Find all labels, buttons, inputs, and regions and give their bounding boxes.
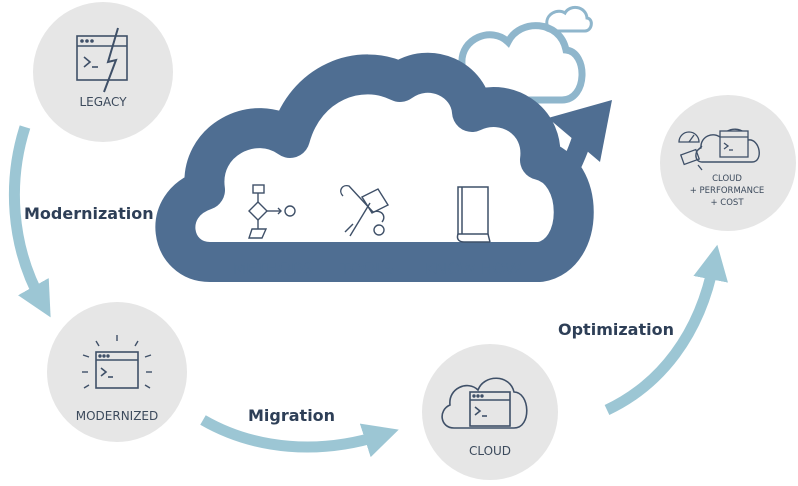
growth-arrow-head <box>548 100 612 162</box>
terminal-window-icon <box>95 351 139 389</box>
terminal-window-icon <box>469 391 511 427</box>
wrench-hammer-icon <box>340 184 390 237</box>
book-icon <box>456 186 491 243</box>
main-cloud-shape <box>155 52 594 282</box>
money-icon <box>679 145 703 171</box>
modernization-arrow <box>8 125 51 318</box>
migration-arrow <box>200 415 399 458</box>
modernized-label: MODERNIZED <box>76 409 159 423</box>
speedometer-icon <box>678 131 700 143</box>
cloud-outline-icon <box>441 377 528 429</box>
legacy-node: LEGACY <box>33 2 173 142</box>
lightning-icon <box>103 27 119 93</box>
cloud-label: CLOUD <box>469 444 511 458</box>
pillar-knowhow-label: KNOW-HOW <box>425 259 522 278</box>
optimized-cloud-node: CLOUD + PERFORMANCE + COST <box>660 95 796 231</box>
cloud-node: CLOUD <box>422 344 558 480</box>
terminal-window-icon <box>719 130 749 158</box>
sparkle-rays-icon <box>82 335 152 389</box>
legacy-label: LEGACY <box>79 95 127 109</box>
optimization-step-label: Optimization <box>558 320 674 339</box>
terminal-window-icon <box>76 35 128 81</box>
migration-step-label: Migration <box>248 406 335 425</box>
optimized-label-line-3: + COST <box>710 198 744 208</box>
pillar-methods-label: METHODS <box>233 259 314 278</box>
optimized-label-line-2: + PERFORMANCE <box>690 186 765 196</box>
modernization-step-label: Modernization <box>24 204 154 223</box>
modernized-node: MODERNIZED <box>47 302 187 442</box>
pillar-tools-label: TOOLS <box>339 259 394 278</box>
optimized-label-line-1: CLOUD <box>712 174 742 184</box>
optimization-arrow <box>604 244 728 415</box>
flowchart-icon <box>248 184 296 239</box>
